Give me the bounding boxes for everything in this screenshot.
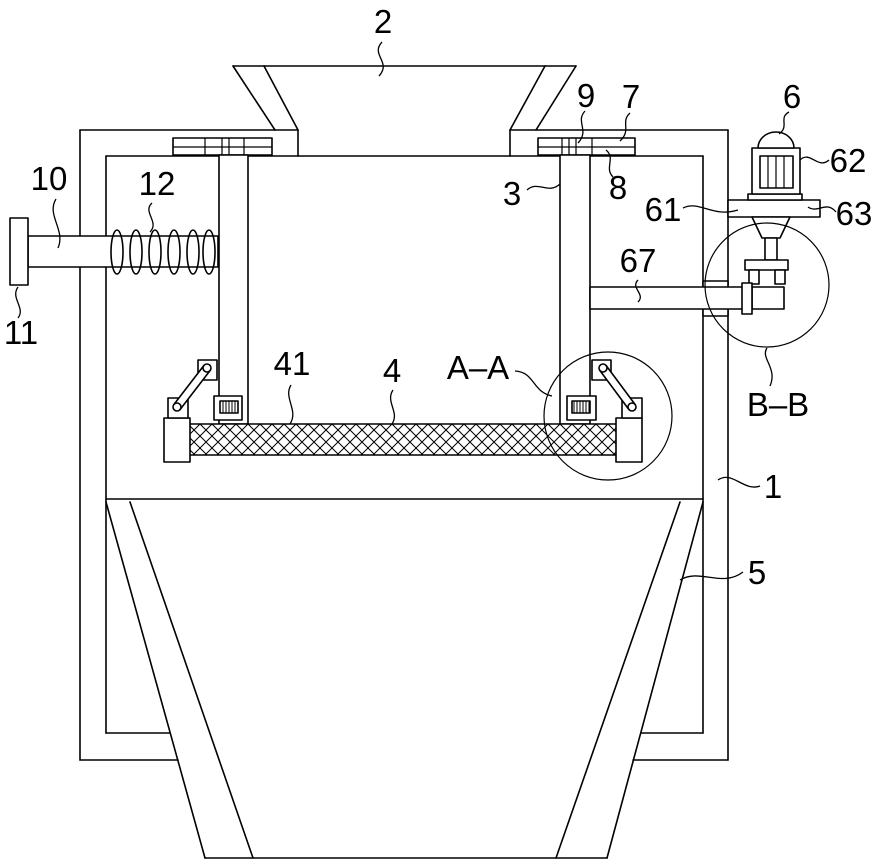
callout-6: 6 bbox=[783, 78, 801, 115]
discharge-hopper-right-outer bbox=[607, 502, 703, 858]
discharge-hopper-right-inner bbox=[556, 502, 680, 858]
link-pivot-upper-right bbox=[599, 364, 607, 372]
spring-box-left-coil bbox=[220, 401, 238, 413]
link-pivot-upper-left bbox=[203, 364, 211, 372]
leader-62 bbox=[800, 157, 829, 163]
leader-5 bbox=[680, 572, 743, 580]
screen-end-block-left bbox=[164, 418, 190, 462]
leader-4 bbox=[391, 390, 395, 424]
leader-section-b bbox=[765, 348, 772, 386]
discharge-hopper-left-outer bbox=[106, 502, 205, 858]
callout-41: 41 bbox=[274, 345, 311, 382]
section-mark-b: B–B bbox=[747, 386, 809, 423]
screen-end-block-right bbox=[616, 418, 642, 462]
leader-6 bbox=[779, 112, 789, 134]
callout-4: 4 bbox=[383, 352, 401, 389]
leader-1 bbox=[718, 477, 760, 487]
callout-61: 61 bbox=[645, 191, 682, 228]
callout-62: 62 bbox=[830, 142, 867, 179]
motor-base bbox=[748, 194, 802, 200]
callout-7: 7 bbox=[622, 78, 640, 115]
slide-plate-left bbox=[173, 138, 272, 155]
link-pivot-lower-right bbox=[628, 403, 636, 411]
leader-12 bbox=[149, 203, 153, 232]
callout-63: 63 bbox=[836, 195, 873, 232]
callout-5: 5 bbox=[748, 554, 766, 591]
leader-section-a bbox=[515, 371, 552, 396]
callout-10: 10 bbox=[31, 160, 68, 197]
callout-3: 3 bbox=[503, 175, 521, 212]
push-rod-right bbox=[590, 287, 745, 309]
callout-12: 12 bbox=[139, 165, 176, 202]
coupling-lug-right bbox=[775, 270, 785, 284]
callout-1: 1 bbox=[764, 468, 782, 505]
shaft-coupling bbox=[745, 260, 788, 270]
callout-67: 67 bbox=[620, 242, 657, 279]
motor-dome bbox=[758, 132, 794, 148]
feed-hopper-right-inner bbox=[510, 66, 545, 130]
callout-9: 9 bbox=[577, 77, 595, 114]
leader-41 bbox=[289, 385, 293, 424]
section-mark-a: A–A bbox=[447, 349, 509, 386]
rod-end-fork bbox=[742, 283, 752, 314]
leader-3 bbox=[527, 184, 560, 190]
shaft-housing bbox=[752, 217, 790, 238]
vertical-rod-left bbox=[219, 155, 248, 424]
spring-box-right-coil bbox=[572, 401, 590, 413]
motor-mount-plate bbox=[728, 200, 820, 217]
discharge-hopper bbox=[106, 499, 703, 858]
feed-hopper-right-outer bbox=[536, 66, 576, 130]
leader-7 bbox=[620, 113, 630, 141]
rod-end-block bbox=[752, 287, 784, 309]
handle-plate bbox=[10, 218, 28, 285]
drive-shaft bbox=[765, 238, 777, 260]
link-pivot-lower-left bbox=[173, 403, 181, 411]
feed-hopper bbox=[233, 66, 576, 156]
vertical-rod-right bbox=[560, 155, 590, 424]
callout-2: 2 bbox=[374, 3, 392, 40]
coupling-lug-left bbox=[749, 270, 759, 284]
callout-11: 11 bbox=[4, 314, 38, 351]
callout-8: 8 bbox=[609, 169, 627, 206]
leader-2 bbox=[378, 42, 383, 76]
discharge-hopper-left-inner bbox=[130, 502, 253, 858]
